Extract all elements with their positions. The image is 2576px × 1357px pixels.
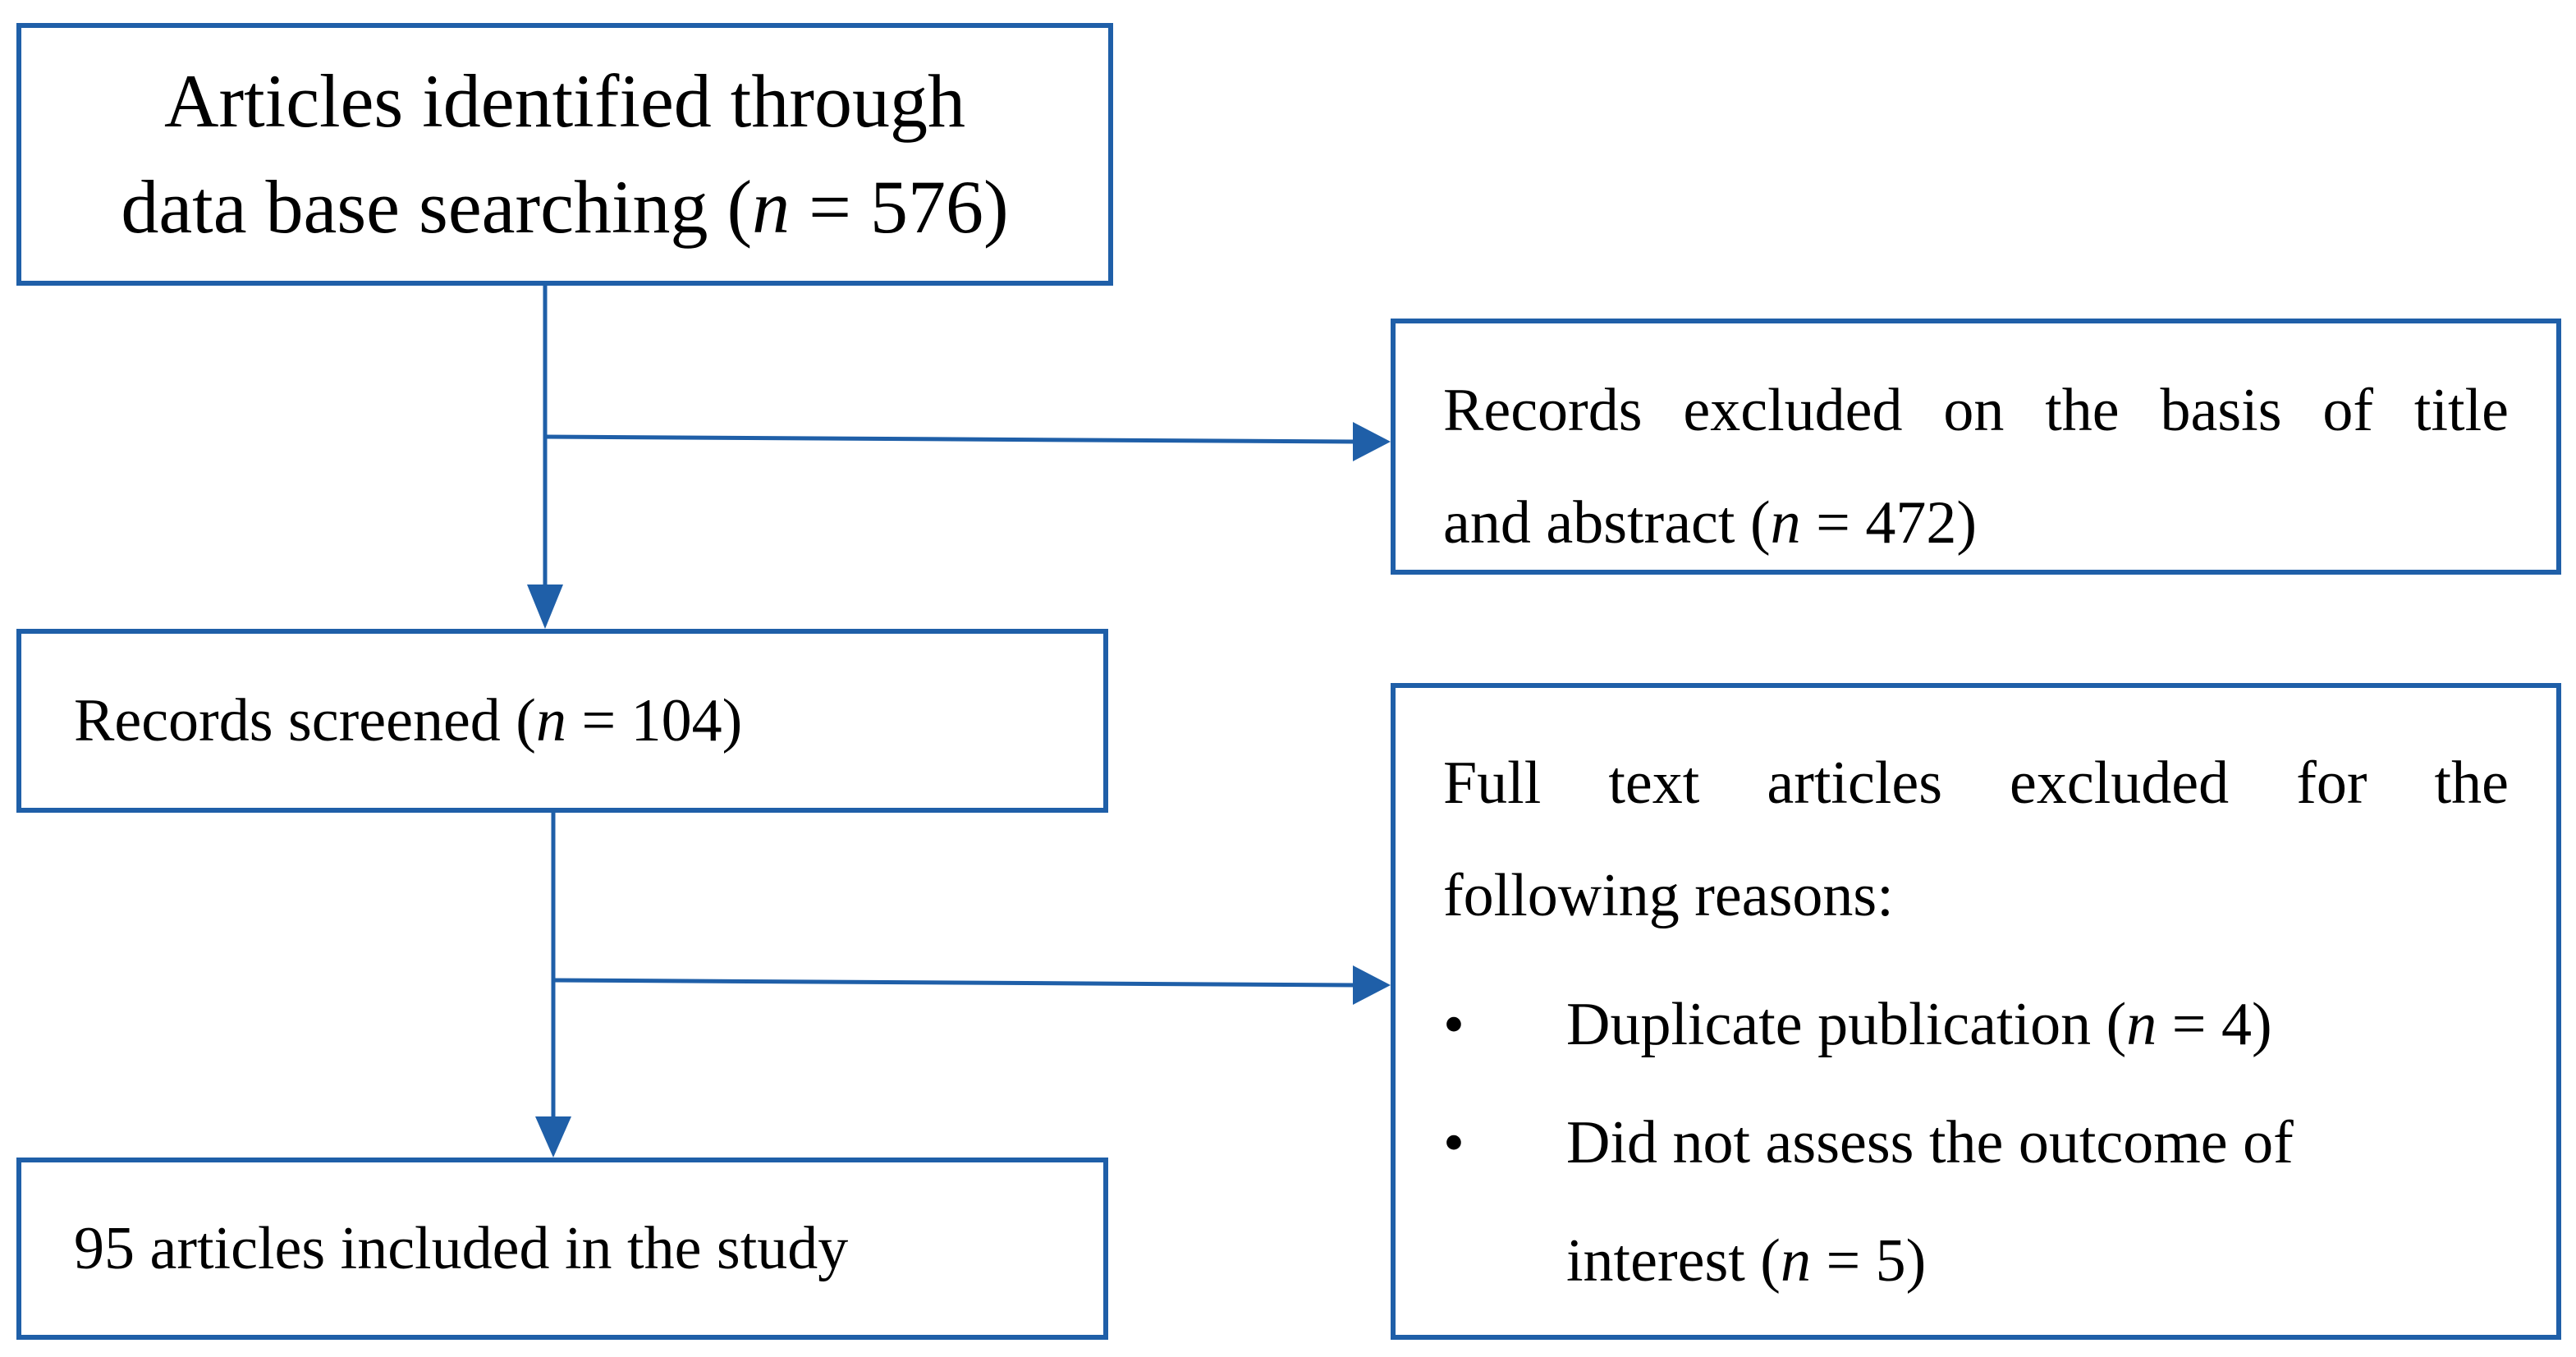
bullet-icon: • xyxy=(1443,1109,1464,1177)
excluded-full-text-intro-line1: Full text articles excluded for the xyxy=(1443,750,2509,817)
arrowhead-right-to-excluded-fulltext xyxy=(1353,965,1391,1005)
reason-outcome-not-assessed: • Did not assess the outcome of interest… xyxy=(1443,1084,2509,1321)
arrowhead-right-to-excluded-title xyxy=(1353,422,1391,461)
bullet-icon: • xyxy=(1443,990,1464,1058)
identified-line1: Articles identified through xyxy=(164,59,965,144)
identified-articles-box: Articles identified through data base se… xyxy=(16,23,1113,286)
excluded-title-abstract-line2: and abstract (n = 472) xyxy=(1443,488,1977,557)
excluded-title-abstract-box: Records excluded on the basis of title a… xyxy=(1391,319,2561,575)
reason-outcome-text: Did not assess the outcome of interest (… xyxy=(1566,1109,2294,1295)
identified-line2: data base searching (n = 576) xyxy=(121,165,1009,249)
excluded-title-abstract-line1: Records excluded on the basis of title xyxy=(1443,377,2509,444)
reason-duplicate-text: Duplicate publication (n = 4) xyxy=(1566,990,2272,1058)
reason-duplicate-publication: • Duplicate publication (n = 4) xyxy=(1443,965,2509,1084)
arrowhead-down-to-included xyxy=(535,1116,571,1158)
connector-branch-to-excluded-title xyxy=(544,434,1355,444)
records-screened-box: Records screened (n = 104) xyxy=(16,629,1108,813)
arrowhead-down-to-screened xyxy=(527,585,563,629)
connector-branch-to-excluded-fulltext xyxy=(552,978,1355,988)
articles-included-text: 95 articles included in the study xyxy=(74,1214,849,1282)
records-screened-text: Records screened (n = 104) xyxy=(74,686,743,754)
excluded-full-text-intro-line2: following reasons: xyxy=(1443,861,1894,929)
articles-included-box: 95 articles included in the study xyxy=(16,1158,1108,1340)
excluded-full-text-box: Full text articles excluded for the foll… xyxy=(1391,683,2561,1340)
exclusion-reasons-list: • Duplicate publication (n = 4) • Did no… xyxy=(1443,965,2509,1321)
identified-articles-text: Articles identified through data base se… xyxy=(121,48,1008,260)
